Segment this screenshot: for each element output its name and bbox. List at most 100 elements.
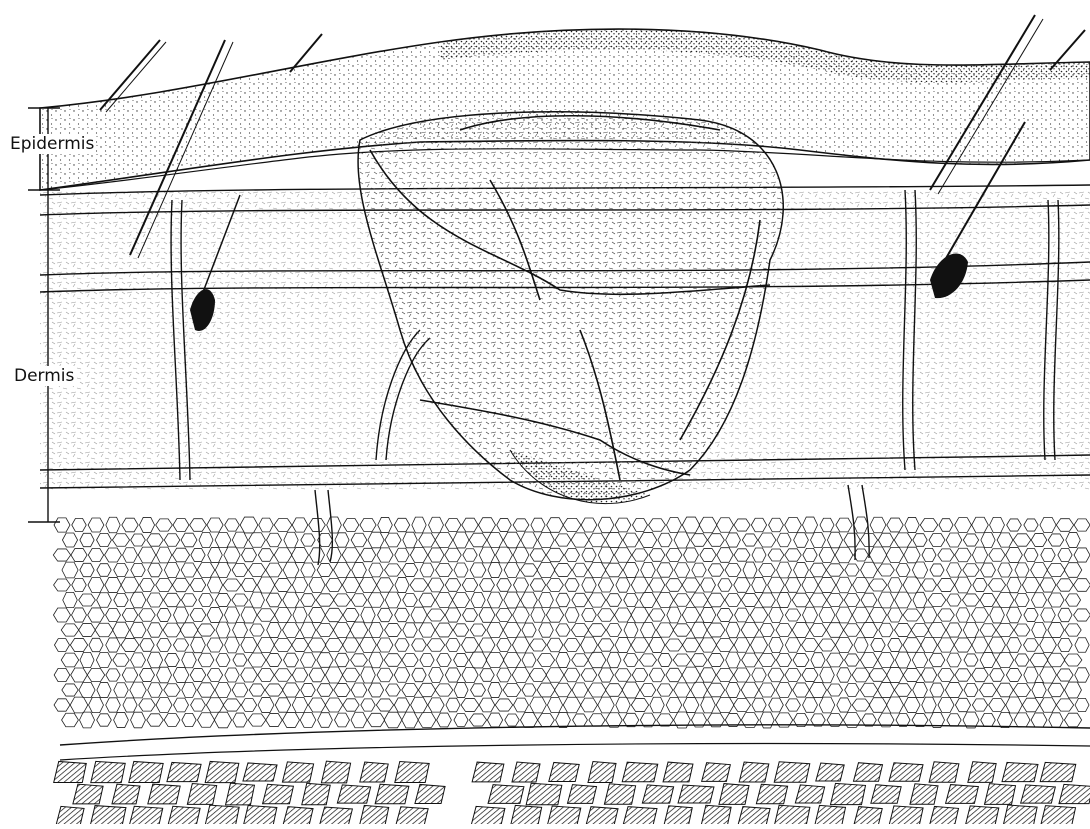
fat-cell (301, 684, 316, 697)
fat-cell (190, 669, 206, 682)
fat-cell (1013, 534, 1031, 546)
fat-cell (894, 623, 911, 636)
fat-cell (282, 683, 299, 697)
fat-cell (1013, 683, 1030, 696)
fat-cell (623, 533, 639, 547)
fat-cell (1075, 698, 1089, 711)
fat-cell (292, 518, 308, 532)
muscle-bundle (739, 762, 769, 782)
fat-cell (673, 624, 691, 636)
fat-cell (1057, 579, 1074, 591)
fat-cell (741, 682, 759, 697)
epidermis-label: Epidermis (8, 134, 96, 154)
fat-cell (114, 593, 128, 606)
fat-cell (938, 669, 954, 682)
fat-cell (106, 638, 121, 652)
fat-cell (428, 698, 444, 712)
fat-cell (445, 668, 460, 682)
fat-cell (572, 563, 587, 577)
fat-cell (1049, 713, 1064, 727)
fat-cell (852, 668, 870, 682)
fat-cell (777, 533, 791, 547)
fat-cell (454, 683, 468, 698)
fat-cell (318, 713, 333, 728)
fat-cell (972, 517, 989, 532)
fat-cell (717, 609, 733, 622)
fat-cell (130, 682, 146, 698)
fat-cell (79, 712, 94, 728)
fat-cell (777, 592, 791, 607)
fat-cell (1056, 519, 1073, 532)
fat-cell (487, 713, 502, 727)
fat-cell (666, 579, 683, 592)
fat-cell (274, 519, 292, 532)
fat-cell (973, 579, 987, 592)
fat-cell (512, 668, 530, 683)
fat-cell (624, 654, 639, 667)
fat-cell (1006, 548, 1023, 563)
fat-cell (378, 608, 393, 621)
fat-cell (641, 562, 656, 577)
fat-cell (734, 549, 750, 561)
fat-cell (394, 518, 409, 531)
fat-cell (726, 683, 740, 698)
fat-cell (446, 639, 460, 652)
fat-cell (682, 667, 700, 683)
fat-cell (1014, 713, 1030, 727)
fat-cell (640, 593, 657, 608)
fat-cell (224, 547, 240, 563)
fat-cell (708, 564, 724, 576)
fat-cell (369, 623, 383, 638)
fat-cell (325, 608, 343, 621)
fat-cell (657, 714, 674, 726)
fat-cell (520, 564, 537, 576)
muscle-bundle (719, 784, 749, 805)
fat-cell (1040, 667, 1057, 683)
muscle-bundle (337, 785, 370, 803)
fat-cell (445, 579, 461, 592)
fat-cell (853, 578, 870, 593)
fat-cell (182, 713, 196, 726)
fat-cell (565, 608, 579, 622)
fat-cell (588, 624, 606, 637)
fat-cell (480, 579, 495, 592)
fat-cell (402, 712, 418, 728)
muscle-bundle (663, 762, 693, 782)
muscle-bundle (90, 806, 126, 824)
fat-cell (131, 563, 145, 576)
fat-cell (860, 622, 877, 637)
fat-cell (266, 563, 282, 577)
fat-cell (478, 518, 495, 533)
fat-cell (225, 637, 240, 653)
fat-cell (207, 669, 222, 682)
fat-cell (54, 668, 70, 681)
fat-cell (335, 533, 349, 547)
fat-cell (1041, 548, 1055, 561)
fat-cell (266, 654, 281, 667)
fat-cell (325, 667, 342, 683)
fat-cell (309, 608, 326, 623)
fat-cell (1058, 608, 1072, 621)
fat-cell (300, 653, 315, 668)
fat-cell (571, 533, 589, 547)
fat-cell (632, 519, 647, 532)
fat-cell (990, 607, 1005, 623)
fat-cell (106, 517, 120, 533)
fat-cell (861, 562, 878, 577)
fat-cell (471, 593, 485, 608)
fat-cell (1022, 698, 1039, 712)
fat-cell (537, 562, 555, 577)
fat-cell (274, 548, 292, 562)
fat-cell (520, 713, 537, 728)
fat-cell (139, 517, 154, 532)
fat-cell (147, 623, 162, 637)
fat-cell (335, 713, 350, 727)
muscle-bundle (816, 763, 844, 781)
fat-cell (979, 683, 996, 696)
fat-cell (147, 534, 163, 546)
fat-cell (139, 699, 155, 711)
fat-cell (572, 593, 588, 606)
fat-cell (928, 594, 946, 607)
fat-cell (605, 563, 622, 577)
muscle-bundle (56, 806, 84, 824)
